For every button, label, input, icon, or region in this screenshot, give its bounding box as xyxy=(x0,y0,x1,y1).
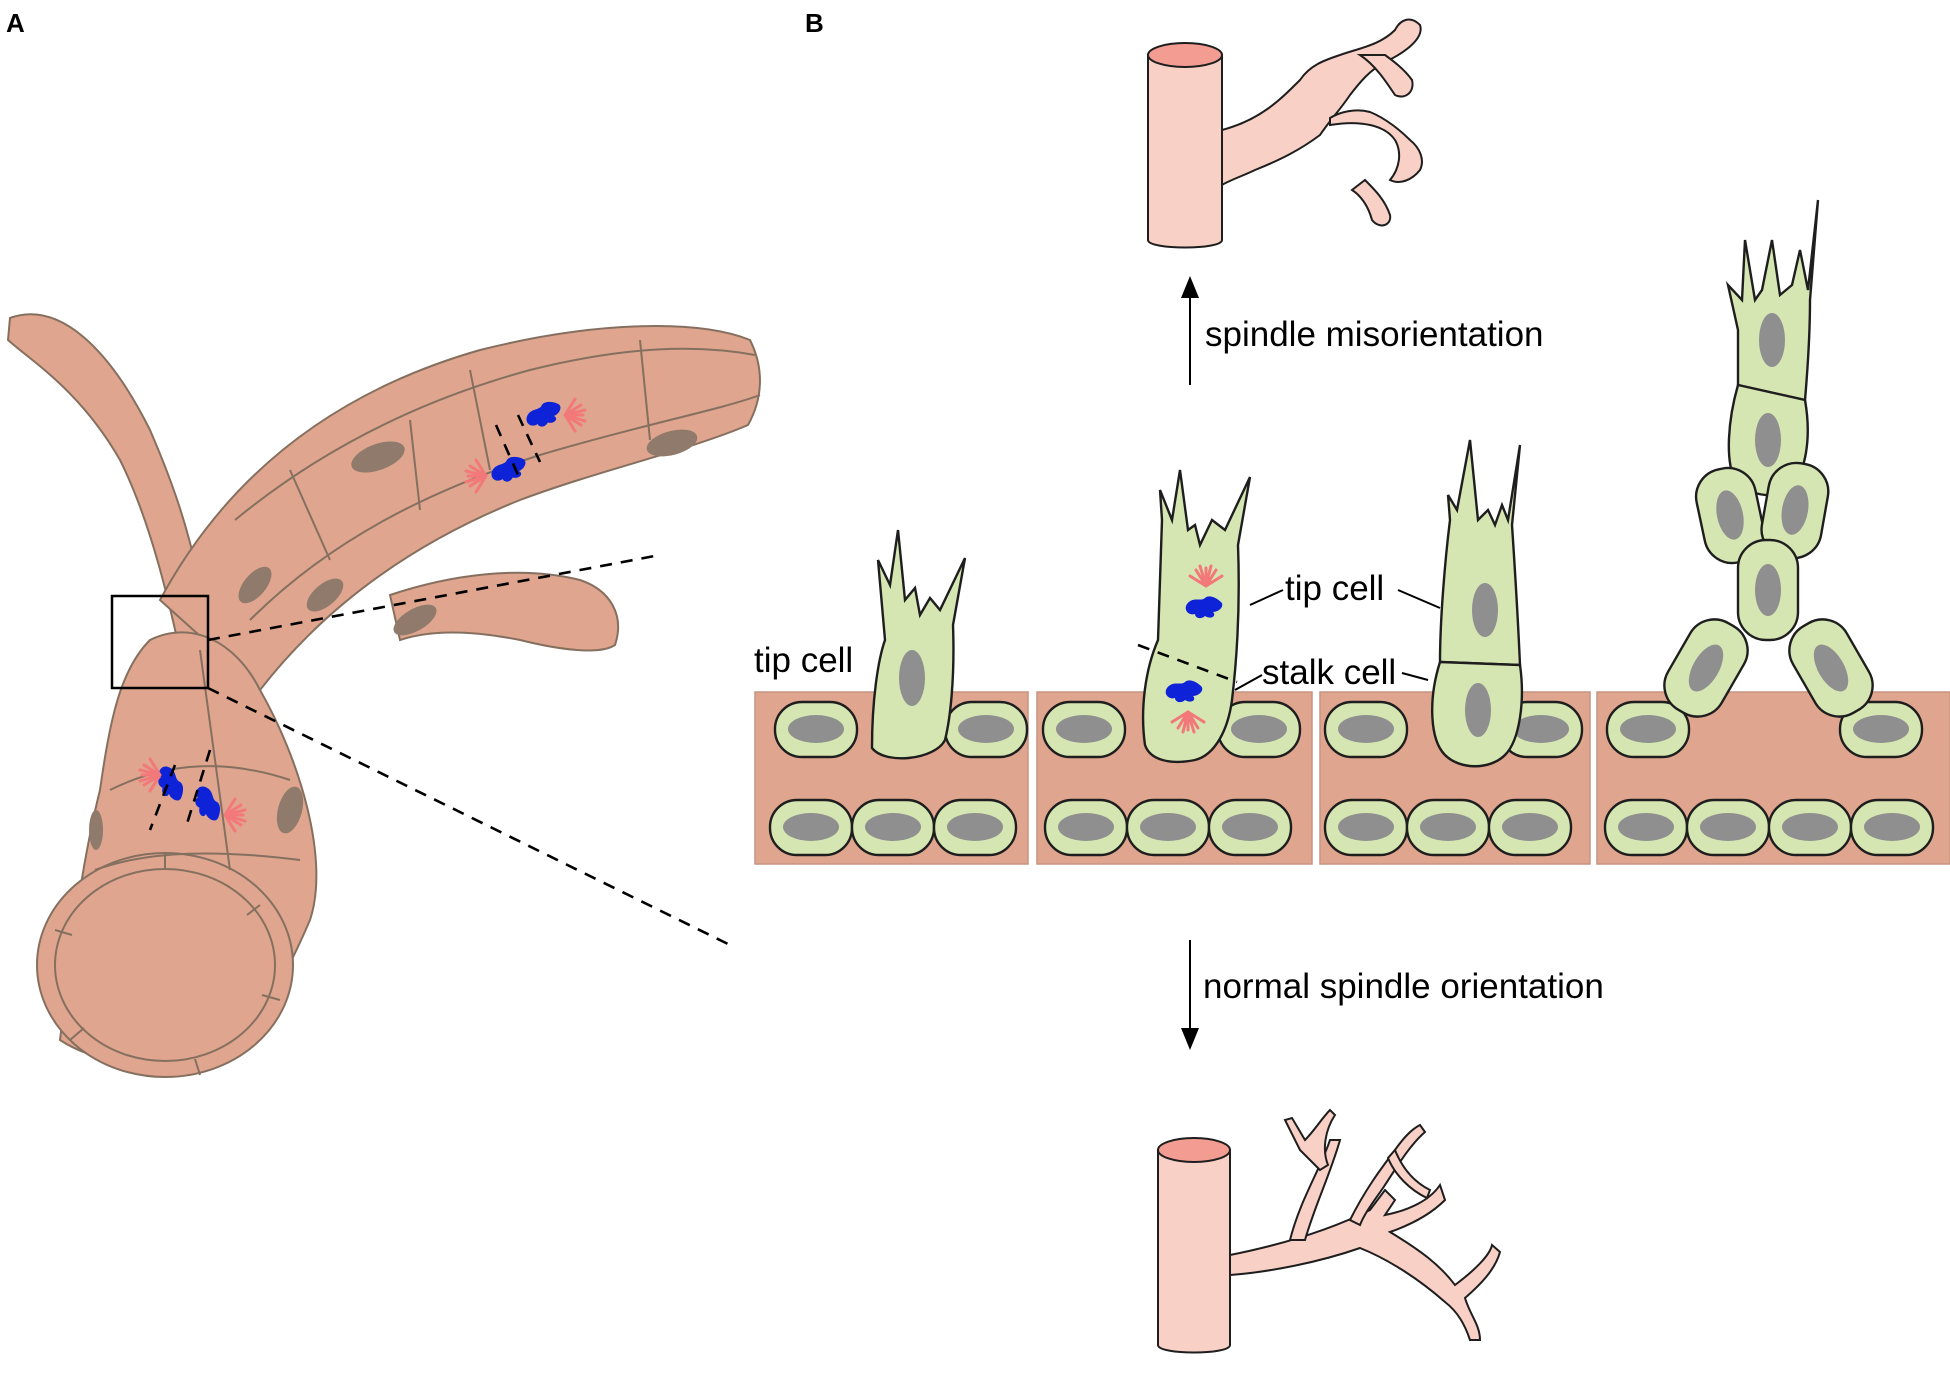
stage-4-branched-sprout xyxy=(1663,199,1874,718)
label-tip-cell-1: tip cell xyxy=(754,641,853,680)
vessel-sketch-normal xyxy=(1157,1108,1502,1354)
label-normal-spindle-orientation: normal spindle orientation xyxy=(1203,967,1604,1006)
panel-label-b: B xyxy=(805,8,824,38)
stage-3-tip-and-stalk xyxy=(1431,439,1524,768)
label-tip-cell-2: tip cell xyxy=(1285,569,1384,608)
stage-2-dividing-tip-cell xyxy=(1137,469,1252,764)
label-spindle-misorientation: spindle misorientation xyxy=(1205,315,1544,354)
panel-label-a: A xyxy=(6,8,25,38)
stage-1-tip-cell xyxy=(870,529,967,760)
bottom-row-cells xyxy=(768,798,1935,857)
label-stalk-cell: stalk cell xyxy=(1262,653,1396,692)
blood-vessel-illustration xyxy=(6,313,761,1078)
vessel-sketch-misoriented xyxy=(1147,18,1423,249)
